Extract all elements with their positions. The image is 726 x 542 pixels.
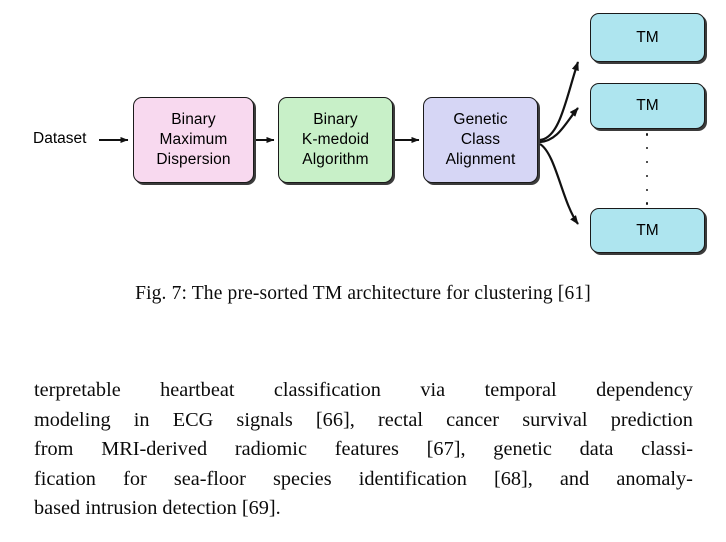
node-binary-k-medoid-algorithm-label: Binary K-medoid Algorithm [301, 111, 370, 168]
ellipsis-dot [645, 188, 649, 192]
dataset-source-label: Dataset [33, 130, 87, 147]
body-word: classi- [641, 438, 693, 461]
ellipsis-dot [645, 202, 649, 205]
figure-pre-sorted-tm-architecture: Dataset Binary Maximum Dispersion Binary… [0, 0, 726, 270]
node-genetic-class-alignment-label: Genetic Class Alignment [445, 111, 516, 168]
body-word: modeling [34, 408, 111, 431]
figure-caption: Fig. 7: The pre-sorted TM architecture f… [135, 283, 591, 304]
body-word: heartbeat [160, 379, 235, 401]
node-genetic-class-alignment[interactable]: Genetic Class Alignment [423, 97, 538, 183]
body-word: anomaly- [616, 467, 693, 490]
ellipsis-dot [645, 174, 649, 178]
vertical-ellipsis-icon [642, 133, 652, 205]
body-word: ECG [172, 408, 214, 431]
node-tm-box-2[interactable]: TM [590, 83, 705, 129]
arrow-alignment-to-tm-3 [539, 143, 579, 225]
node-binary-maximum-dispersion[interactable]: Binary Maximum Dispersion [133, 97, 254, 183]
figure-connectors [99, 61, 580, 225]
body-word: from [34, 438, 74, 461]
body-word: via [420, 379, 446, 401]
ellipsis-dot [645, 160, 649, 164]
node-binary-k-medoid-algorithm[interactable]: Binary K-medoid Algorithm [278, 97, 393, 183]
body-word: prediction [610, 408, 693, 431]
body-word: [67], [426, 438, 466, 461]
body-paragraph: terpretable heartbeat classification via tem… [34, 376, 693, 524]
arrow-alignment-to-tm-2 [539, 107, 579, 144]
body-word: sea-floor [173, 467, 246, 490]
body-word: and [559, 467, 590, 490]
body-word: features [334, 438, 399, 461]
body-word: in [133, 408, 150, 431]
body-line-5: based intrusion detection [69]. [34, 497, 281, 520]
body-line-2: modeling in ECG signals [66], rectal cancer sur… [34, 406, 693, 436]
body-word: species [273, 467, 332, 490]
body-word: identification [358, 467, 467, 490]
body-word: [66], [315, 408, 355, 431]
node-binary-maximum-dispersion-label: Binary Maximum Dispersion [156, 111, 231, 168]
body-word: rectal [377, 408, 423, 431]
node-tm-box-1[interactable]: TM [590, 13, 705, 62]
body-word: temporal [484, 379, 557, 401]
node-tm-box-2-label: TM [636, 97, 659, 114]
node-tm-box-3[interactable]: TM [590, 208, 705, 253]
node-tm-box-3-label: TM [636, 221, 659, 239]
arrow-alignment-to-tm-1 [539, 61, 580, 142]
node-tm-box-1-label: TM [636, 28, 659, 46]
body-word: terpretable [34, 379, 121, 401]
body-word: [68], [493, 467, 533, 490]
body-word: for [123, 467, 147, 490]
body-word: genetic [493, 438, 552, 461]
ellipsis-dot [645, 133, 649, 136]
body-word: MRI-derived [101, 438, 208, 461]
body-word: fication [34, 467, 96, 490]
body-word: data [579, 438, 614, 461]
body-word: cancer [446, 408, 500, 431]
body-word: signals [236, 408, 293, 431]
body-word: dependency [596, 379, 693, 401]
ellipsis-dot [645, 146, 649, 150]
body-line-3: from MRI-derived radiomic features [67], gene… [34, 435, 693, 465]
body-line-4: fication for sea-floor species identificatio… [34, 465, 693, 495]
body-word: classification [273, 379, 381, 401]
body-word: radiomic [234, 438, 307, 461]
body-word: survival [522, 408, 588, 431]
body-line-1: terpretable heartbeat classification via tem… [34, 376, 693, 406]
